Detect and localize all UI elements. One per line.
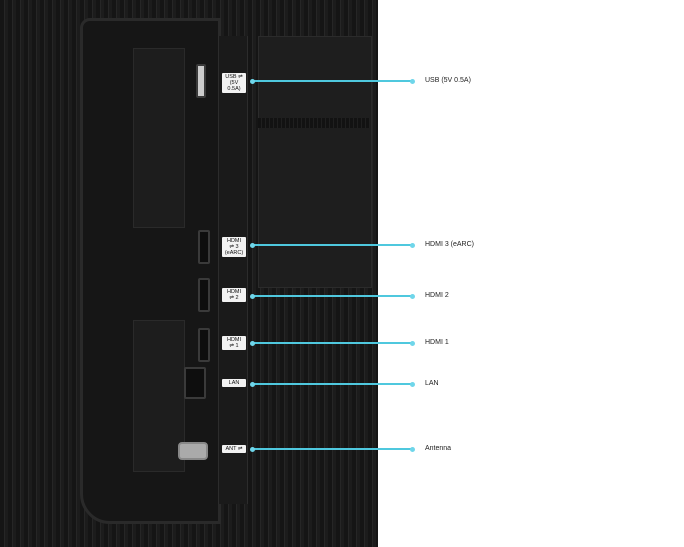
callout-label: HDMI 1 [425, 339, 449, 346]
callout-dot [250, 294, 255, 299]
rear-panel-plate [258, 36, 372, 288]
callout-dot [410, 243, 415, 248]
callout-label: HDMI 3 (eARC) [425, 241, 475, 248]
port-label-strip [218, 36, 248, 504]
callout-label: Antenna [425, 445, 452, 452]
vent-grille [258, 118, 370, 128]
port-tag: ANT ⇌ [222, 445, 246, 453]
callout-label: HDMI 2 [425, 292, 449, 299]
callout-label: USB (5V 0.5A) [425, 77, 471, 84]
callout-dot [410, 79, 415, 84]
port-tag: USB ⇌ (5V 0.5A) [222, 73, 246, 93]
cover-plate [133, 48, 185, 228]
usb-port [196, 64, 206, 98]
callout-line [252, 244, 412, 246]
callout-dot [250, 447, 255, 452]
callout-dot [250, 79, 255, 84]
callout-dot [250, 382, 255, 387]
antenna-port [178, 442, 208, 460]
callout-line [252, 80, 412, 82]
callout-dot [410, 447, 415, 452]
cover-plate [133, 320, 185, 472]
callout-line [252, 448, 412, 450]
callout-line [252, 383, 412, 385]
port-tag: HDMI ⇌ 2 [222, 288, 246, 302]
callout-dot [410, 341, 415, 346]
callout-dot [410, 382, 415, 387]
callout-dot [250, 341, 255, 346]
port-tag: HDMI ⇌ 3 (eARC) [222, 237, 246, 257]
hdmi2-port [198, 278, 210, 312]
callout-dot [250, 243, 255, 248]
port-tag: LAN [222, 379, 246, 387]
hdmi1-port [198, 328, 210, 362]
callout-line [252, 295, 412, 297]
tv-back-panel [0, 0, 378, 547]
port-tag: HDMI ⇌ 1 [222, 336, 246, 350]
callout-line [252, 342, 412, 344]
hdmi3-port [198, 230, 210, 264]
lan-port [184, 367, 206, 399]
callout-label: LAN [425, 380, 439, 387]
callout-dot [410, 294, 415, 299]
